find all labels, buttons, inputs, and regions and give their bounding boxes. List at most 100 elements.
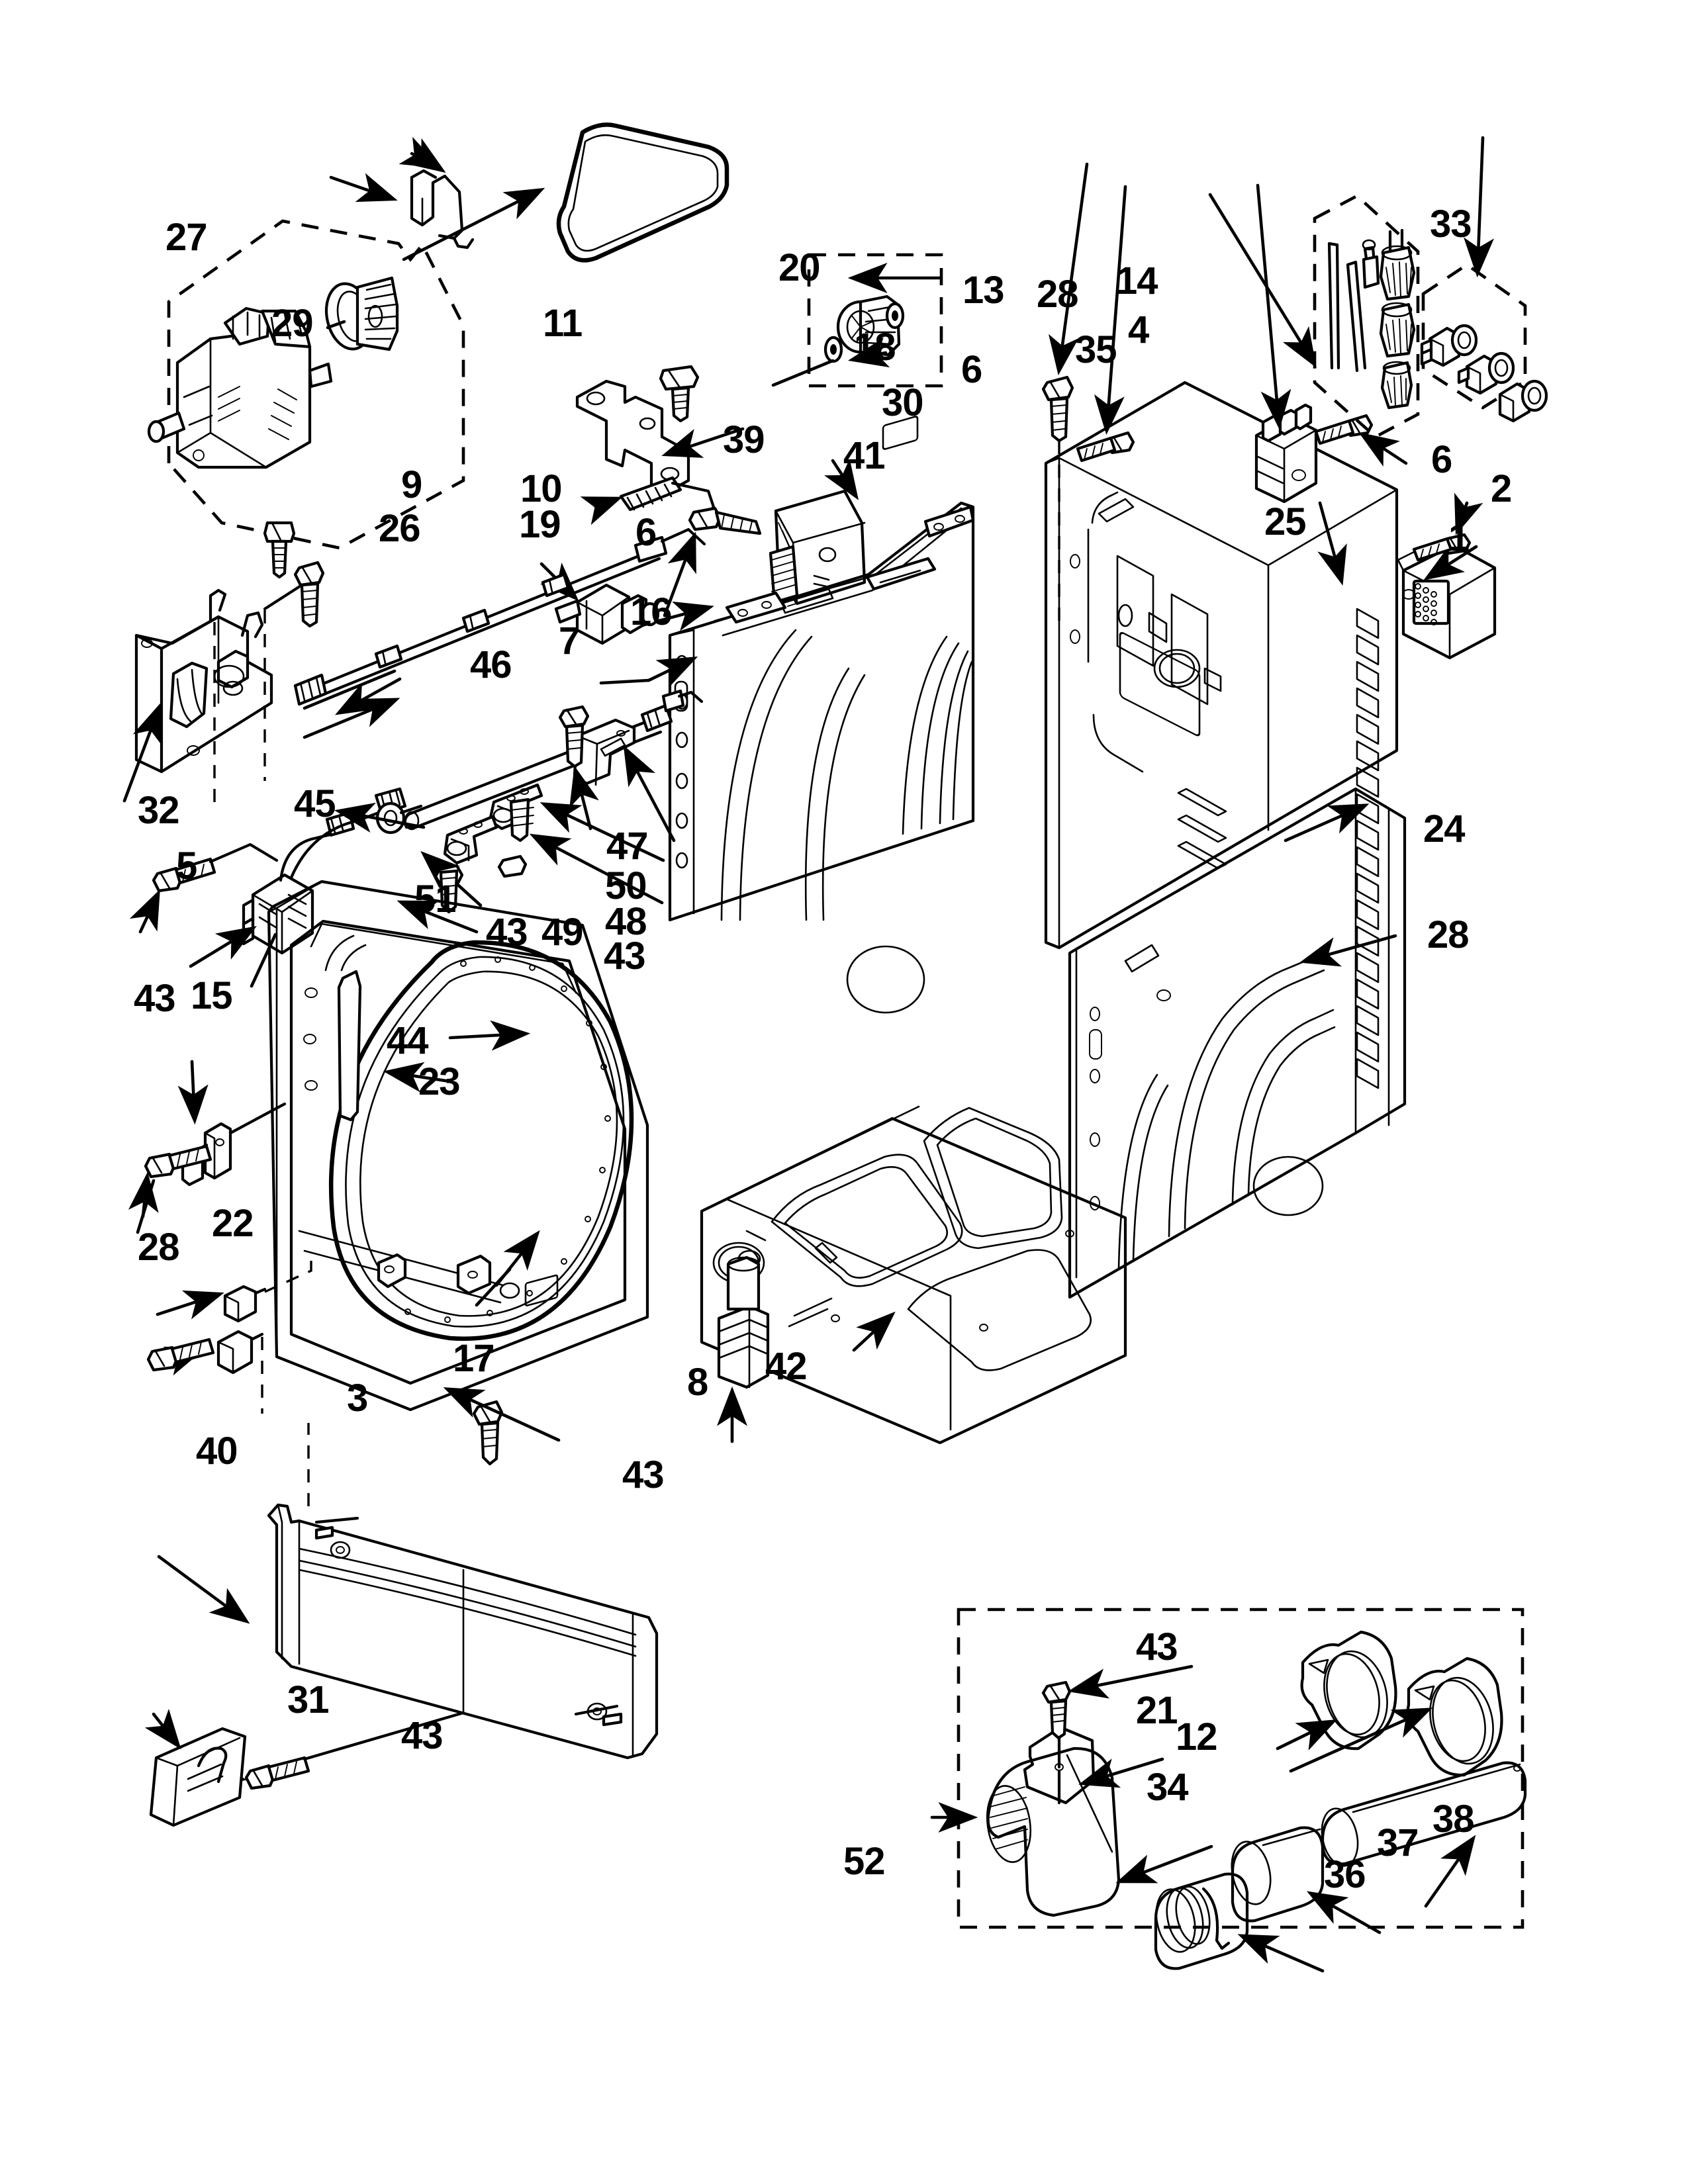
- callout-30: 30: [882, 381, 924, 424]
- callout-35: 35: [1075, 328, 1117, 371]
- pulley-washer-20-b: [823, 336, 843, 363]
- callout-3: 3: [347, 1377, 368, 1420]
- duct-cover-plate-21: [1023, 1725, 1164, 1805]
- callout-1: 1: [1448, 516, 1470, 559]
- callout-20: 20: [778, 246, 821, 289]
- callout-6-a: 6: [961, 348, 982, 391]
- callout-4: 4: [1128, 308, 1149, 351]
- callout-6-c: 6: [635, 511, 657, 554]
- screw-2: [1412, 492, 1483, 562]
- vent-pipe-38: [1321, 1761, 1527, 1908]
- callout-40: 40: [196, 1430, 238, 1473]
- callout-44: 44: [387, 1019, 429, 1062]
- callout-46: 46: [470, 643, 512, 686]
- callout-14: 14: [1116, 259, 1158, 302]
- toe-panel-40: [157, 1423, 659, 1760]
- callout-18: 18: [854, 326, 896, 369]
- screw-43-bracket: [558, 705, 599, 831]
- front-panel-17: [267, 880, 649, 1412]
- wire-connector-kit-14: [1208, 193, 1420, 439]
- callout-17: 17: [453, 1337, 495, 1380]
- callout-39: 39: [723, 418, 765, 461]
- drive-motor-27: [147, 306, 333, 469]
- door-switch-45: [189, 873, 314, 968]
- vent-duct-kit-52: [930, 1608, 1527, 1973]
- idler-bracket-39: [575, 379, 745, 497]
- terminal-33-c: [1498, 379, 1548, 423]
- callout-27: 27: [165, 216, 208, 259]
- leader-23: [383, 1062, 452, 1093]
- callout-33: 33: [1430, 203, 1472, 246]
- screw-28-top: [1041, 162, 1089, 629]
- callout-12: 12: [1176, 1715, 1218, 1758]
- callout-47: 47: [606, 825, 649, 868]
- callout-15: 15: [191, 974, 233, 1017]
- callout-32: 32: [138, 789, 180, 832]
- screw-43-housing: [263, 561, 325, 628]
- vent-elbow-34: [986, 1747, 1213, 1917]
- cabinet-rear-panel-25: [1044, 381, 1399, 1089]
- callout-50: 50: [605, 864, 647, 907]
- callout-36: 36: [1324, 1853, 1366, 1896]
- wire-nut-a: [1379, 245, 1416, 301]
- callout-38: 38: [1432, 1797, 1475, 1841]
- screw-28-hinge: [146, 1338, 215, 1372]
- callout-9: 9: [401, 463, 422, 506]
- motor-pulley-29: [324, 276, 399, 351]
- callout-43-f: 43: [401, 1714, 444, 1757]
- cabinet-base-42: [700, 1105, 1127, 1445]
- callout-41: 41: [843, 434, 886, 477]
- callout-43-e: 43: [1136, 1625, 1178, 1668]
- thermistor-housing-32: [122, 588, 273, 811]
- terminal-kit-33: [1420, 136, 1548, 423]
- callout-22: 22: [212, 1202, 254, 1245]
- callout-42: 42: [765, 1345, 808, 1388]
- leveling-leg-8: [717, 1255, 770, 1443]
- callout-48: 48: [605, 900, 647, 943]
- callout-28-b: 28: [1427, 913, 1470, 956]
- control-board-41: [769, 459, 867, 606]
- idler-pulley-kit-13: [399, 136, 943, 388]
- leader-17: [494, 1230, 540, 1287]
- screw-11-bracket: [659, 365, 700, 423]
- callout-23: 23: [418, 1060, 461, 1103]
- callout-25: 25: [1264, 500, 1307, 543]
- callout-21: 21: [1136, 1689, 1178, 1732]
- callout-28-a: 28: [1037, 273, 1079, 316]
- cabinet-side-panel-24: [1068, 787, 1407, 1299]
- callout-43-a: 43: [486, 911, 528, 954]
- callout-19: 19: [519, 503, 561, 546]
- callout-2: 2: [1491, 467, 1512, 510]
- callout-37: 37: [1377, 1821, 1419, 1864]
- terminal-33-b: [1457, 351, 1515, 395]
- callout-13: 13: [962, 269, 1005, 312]
- screw-48: [497, 797, 664, 905]
- thermal-component-4: [1254, 183, 1318, 504]
- front-bulkhead-16: [599, 416, 975, 1014]
- callout-11: 11: [543, 302, 583, 345]
- callout-8: 8: [687, 1361, 708, 1404]
- screw-43-duct: [1041, 1664, 1194, 1740]
- callout-49: 49: [541, 911, 584, 954]
- screw-6-console: [663, 506, 762, 617]
- callout-52: 52: [843, 1840, 886, 1883]
- screw-26: [263, 521, 296, 579]
- harness-46: [293, 527, 706, 715]
- belt-retainer-bracket-9: [410, 169, 475, 250]
- screw-6-terminal: [1314, 414, 1408, 467]
- callout-31: 31: [287, 1678, 330, 1721]
- callout-5: 5: [176, 844, 197, 887]
- rear-louvers: [1177, 788, 1227, 870]
- wire-nut-b: [1379, 302, 1416, 358]
- callout-16: 16: [630, 590, 673, 633]
- callout-51: 51: [414, 878, 457, 921]
- wire-nut-c: [1380, 361, 1413, 410]
- hinge-22: [156, 1255, 312, 1323]
- screw-43-door-upper: [129, 842, 279, 934]
- callout-24: 24: [1423, 807, 1466, 850]
- callout-45: 45: [294, 782, 336, 825]
- callout-6-b: 6: [1431, 438, 1452, 481]
- motor-assembly-group: [147, 219, 465, 579]
